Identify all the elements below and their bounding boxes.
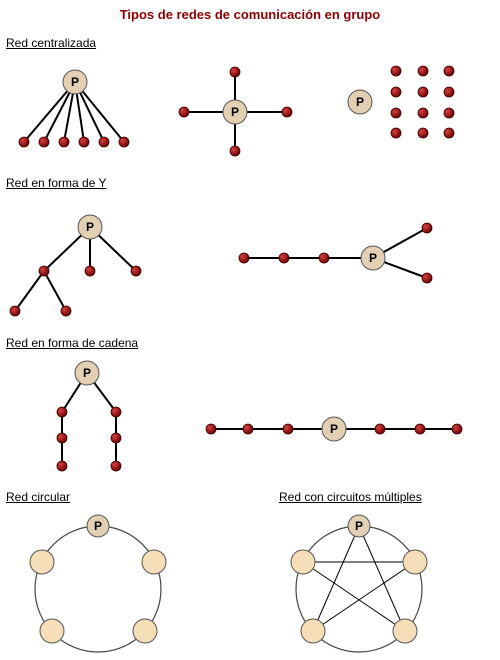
page-title: Tipos de redes de comunicación en grupo [119, 7, 381, 22]
diagram-circular [29, 525, 167, 653]
diagram-cadena-chains-dots [56, 406, 122, 472]
svg-text:P: P [83, 366, 91, 380]
member-dot [374, 423, 386, 435]
member-dot [443, 107, 455, 119]
svg-text:P: P [356, 95, 364, 109]
member-dot [390, 65, 402, 77]
member-dot [84, 265, 96, 277]
member-node [29, 549, 55, 575]
p-node: P [347, 514, 371, 538]
member-dot [278, 252, 290, 264]
member-dot [281, 106, 293, 118]
diagram-forma-y-tree [14, 226, 137, 312]
member-dot [282, 423, 294, 435]
member-dot [130, 265, 142, 277]
member-dot [443, 86, 455, 98]
member-node [132, 618, 158, 644]
member-dot [390, 127, 402, 139]
section-label-cadena: Red en forma de cadena [6, 336, 139, 350]
section-label-circular: Red circular [6, 490, 71, 504]
member-dot [38, 265, 50, 277]
star-connections [302, 525, 416, 632]
member-dot [56, 460, 68, 472]
member-dot [98, 136, 110, 148]
p-node: P [321, 416, 347, 442]
member-dot [205, 423, 217, 435]
member-dot [58, 136, 70, 148]
member-dot [451, 423, 463, 435]
member-dot [78, 136, 90, 148]
member-dot [414, 423, 426, 435]
member-dot [18, 136, 30, 148]
section-label-forma-y: Red en forma de Y [6, 176, 107, 190]
member-dot [56, 432, 68, 444]
p-node: P [86, 514, 110, 538]
diagram-centralizada-cross-dots [178, 66, 293, 157]
diagram-forma-y-line-dots [238, 222, 433, 284]
member-dot [421, 222, 433, 234]
member-dot [238, 252, 250, 264]
member-dot [443, 127, 455, 139]
member-dot [56, 406, 68, 418]
member-dot [242, 423, 254, 435]
p-node: P [347, 89, 373, 115]
member-dot [421, 272, 433, 284]
diagram-cadena-chains [61, 372, 117, 466]
member-node [290, 549, 316, 575]
member-dot [417, 127, 429, 139]
p-node: P [77, 214, 103, 240]
diagram-circuitos-multiples [290, 525, 428, 653]
diagram-forma-y-line [244, 227, 428, 279]
diagram-centralizada-grid-dots [390, 65, 455, 139]
member-dot [390, 86, 402, 98]
svg-text:P: P [94, 519, 102, 533]
member-dot [110, 406, 122, 418]
member-dot [417, 65, 429, 77]
member-node [300, 618, 326, 644]
member-dot [417, 86, 429, 98]
member-dot [38, 136, 50, 148]
member-dot [118, 136, 130, 148]
member-node [141, 549, 167, 575]
section-label-centralizada: Red centralizada [6, 36, 97, 50]
svg-text:P: P [86, 220, 94, 234]
member-dot [318, 252, 330, 264]
p-node: P [222, 99, 248, 125]
member-node [39, 618, 65, 644]
member-node [402, 549, 428, 575]
svg-text:P: P [71, 75, 79, 89]
svg-text:P: P [355, 519, 363, 533]
diagram-centralizada-fan-dots [18, 136, 130, 148]
p-node: P [360, 245, 386, 271]
svg-text:P: P [231, 105, 239, 119]
member-dot [417, 107, 429, 119]
svg-text:P: P [330, 422, 338, 436]
member-dot [229, 66, 241, 78]
member-dot [60, 305, 72, 317]
p-node: P [62, 69, 88, 95]
member-dot [229, 145, 241, 157]
section-label-circuitos-multiples: Red con circuitos múltiples [279, 490, 422, 504]
p-node: P [74, 360, 100, 386]
member-dot [390, 107, 402, 119]
member-dot [110, 432, 122, 444]
svg-text:P: P [369, 251, 377, 265]
member-dot [110, 460, 122, 472]
member-dot [9, 305, 21, 317]
member-dot [178, 106, 190, 118]
member-dot [443, 65, 455, 77]
diagram-forma-y-tree-dots [9, 265, 142, 317]
member-node [392, 618, 418, 644]
diagram-cadena-line-dots [205, 423, 463, 435]
